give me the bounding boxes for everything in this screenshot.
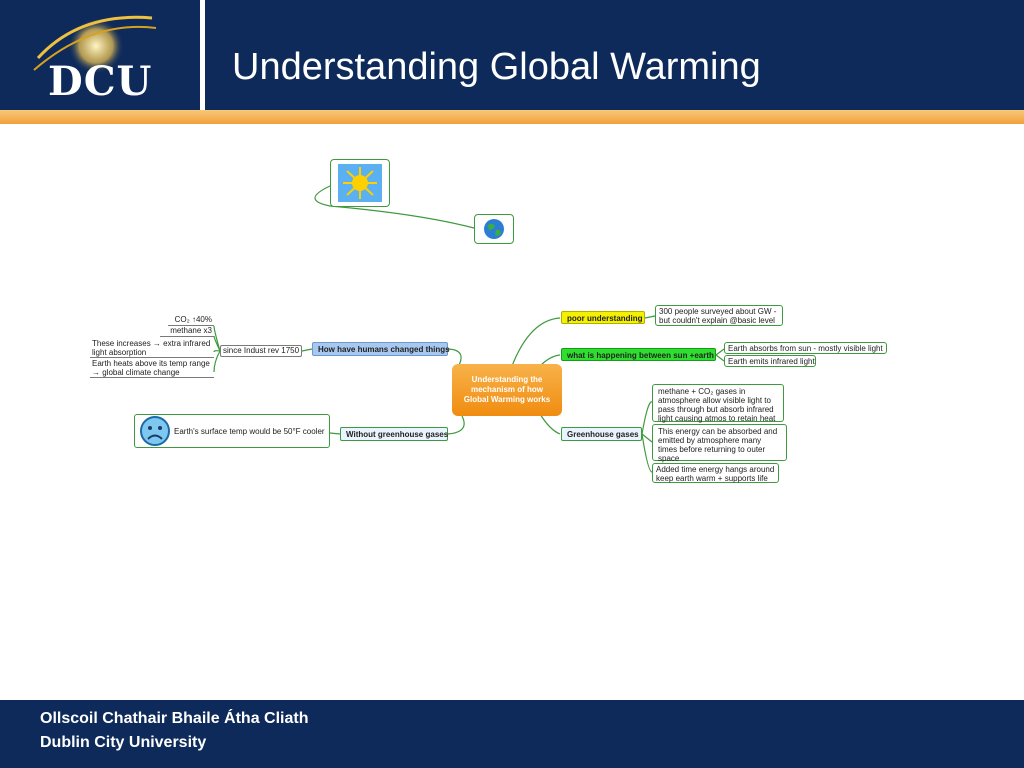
earth-globe-icon (484, 219, 504, 239)
mindmap-connectors (213, 185, 725, 473)
leaf-co2-increase[interactable]: CO₂ ↑40% (168, 315, 214, 326)
footer-irish-name: Ollscoil Chathair Bhaile Átha Cliath (40, 710, 309, 727)
branch-how-humans-changed[interactable]: How have humans changed things (312, 342, 450, 356)
leaf-global-climate-change[interactable]: Earth heats above its temp range → globa… (90, 359, 214, 378)
slide-footer: Ollscoil Chathair Bhaile Átha Cliath Dub… (0, 700, 1024, 768)
leaf-since-industrial-revolution[interactable]: since Indust rev 1750 (220, 345, 302, 357)
leaf-earth-absorbs[interactable]: Earth absorbs from sun - mostly visible … (724, 342, 887, 354)
page-title: Understanding Global Warming (232, 46, 761, 88)
central-topic[interactable]: Understanding the mechanism of how Globa… (452, 364, 562, 416)
leaf-extra-infrared-absorption[interactable]: These increases → extra infrared light a… (90, 339, 214, 358)
leaf-gases-allow-visible-light[interactable]: methane + CO₂ gases in atmosphere allow … (652, 384, 784, 423)
branch-without-greenhouse-gases[interactable]: Without greenhouse gases (340, 427, 448, 441)
header-divider (200, 0, 205, 110)
sad-face-icon (140, 416, 170, 446)
sun-icon (338, 164, 382, 202)
accent-bar (0, 110, 1024, 124)
dcu-logo: DCU (0, 0, 198, 110)
branch-sun-earth[interactable]: what is happening between sun +earth (561, 348, 716, 361)
leaf-people-surveyed[interactable]: 300 people surveyed about GW - but could… (655, 305, 783, 326)
logo-swoosh-icon (33, 15, 157, 74)
branch-greenhouse-gases[interactable]: Greenhouse gases (561, 427, 642, 441)
earth-image-node (474, 214, 514, 244)
leaf-earth-emits-infrared[interactable]: Earth emits infrared light (724, 355, 816, 367)
slide-header: DCU Understanding Global Warming (0, 0, 1024, 110)
sun-image-node (330, 159, 390, 207)
footer-english-name: Dublin City University (40, 734, 207, 751)
leaf-methane-x3[interactable]: methane x3 (160, 326, 214, 337)
leaf-surface-temp-cooler[interactable]: Earth's surface temp would be 50°F coole… (134, 414, 330, 448)
leaf-energy-absorbed-emitted[interactable]: This energy can be absorbed and emitted … (652, 424, 787, 463)
logo-text: DCU (48, 58, 153, 105)
branch-poor-understanding[interactable]: poor understanding (561, 311, 645, 324)
leaf-keeps-earth-warm[interactable]: Added time energy hangs around keep eart… (652, 463, 779, 483)
leaf-surface-temp-text: Earth's surface temp would be 50°F coole… (174, 426, 325, 436)
